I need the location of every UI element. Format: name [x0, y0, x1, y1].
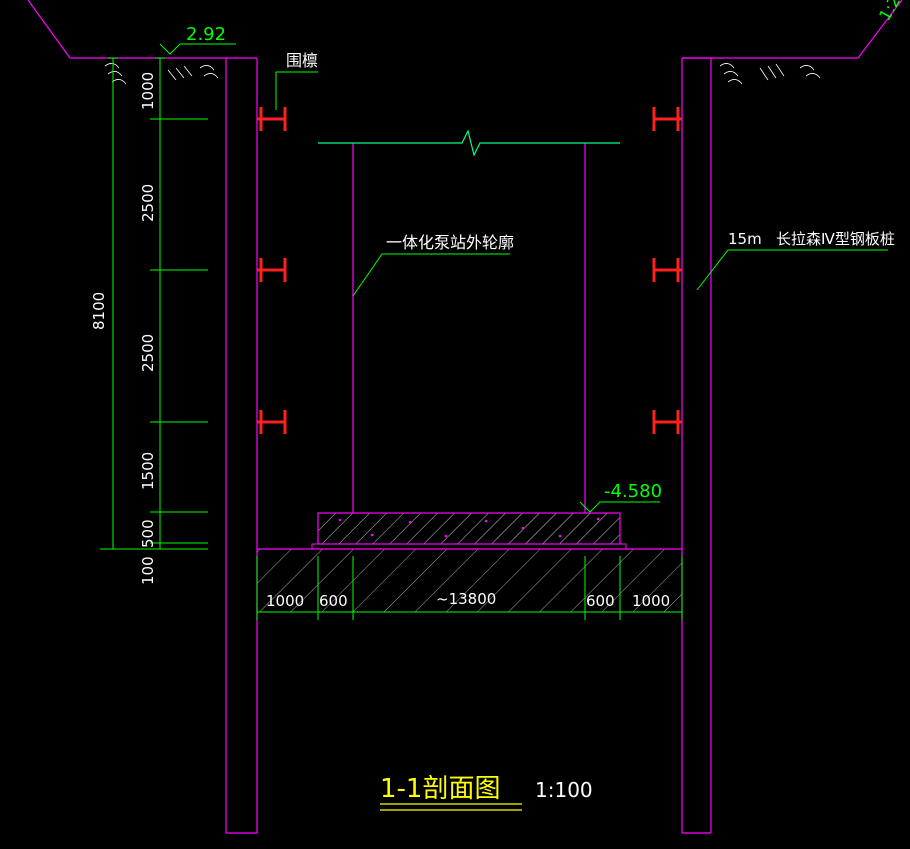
break-line: [318, 129, 620, 157]
corner-slope-label: 1:2: [875, 0, 904, 24]
elevation-base: -4.580: [604, 481, 662, 502]
pump-station-label: 一体化泵站外轮廓: [386, 233, 514, 252]
concrete-base: [311, 512, 627, 550]
waler-symbol: [257, 258, 287, 282]
waler-symbol: [257, 107, 287, 131]
elevation-top: 2.92: [186, 24, 226, 45]
dim-v-6: 100: [139, 556, 157, 585]
waler-symbol: [652, 107, 682, 131]
dimension-horizontal: [256, 556, 683, 620]
waler-symbol: [652, 258, 682, 282]
elevation-mark-top: [159, 43, 236, 55]
leader-lines: [275, 71, 888, 297]
dimension-vertical: [100, 57, 208, 550]
dim-v-3: 2500: [139, 334, 157, 372]
dim-v-2: 2500: [139, 184, 157, 222]
dim-v-5: 500: [139, 519, 157, 548]
sheet-pile-left: [225, 57, 258, 834]
elevation-mark-base: [579, 501, 660, 513]
dim-v-4: 1500: [139, 452, 157, 490]
waler-symbol: [257, 410, 287, 434]
dim-h-4: 600: [586, 592, 615, 610]
soil-symbols: [104, 63, 821, 85]
drawing-title: 1-1剖面图: [380, 774, 500, 804]
waler-label: 围檩: [286, 51, 318, 70]
dim-v-1: 1000: [139, 72, 157, 110]
dim-total: 8100: [90, 292, 108, 330]
dim-h-3: ~13800: [436, 590, 496, 608]
drawing-scale: 1:100: [535, 778, 593, 802]
title-underline: [380, 803, 522, 811]
waler-symbols: [257, 107, 682, 434]
sheet-pile-right: [681, 57, 712, 834]
waler-symbol: [652, 410, 682, 434]
ground-line: [27, 0, 903, 59]
pump-station-outline: [352, 143, 586, 513]
sheet-pile-label: 15m 长拉森Ⅳ型钢板桩: [728, 230, 895, 248]
dim-h-2: 600: [319, 592, 348, 610]
dim-h-1: 1000: [266, 592, 304, 610]
dim-h-5: 1000: [632, 592, 670, 610]
